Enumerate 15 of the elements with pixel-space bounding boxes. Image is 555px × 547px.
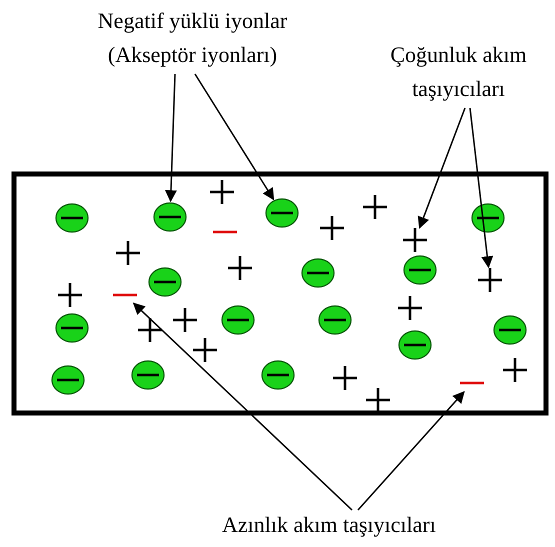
plus-sign (403, 228, 427, 252)
plus-sign (478, 268, 502, 292)
leader-line (418, 108, 466, 229)
minus-sign (460, 382, 484, 384)
negative-ion-symbol (265, 198, 299, 228)
callout-text: Çoğunluk akım taşıyıcıları (362, 38, 555, 106)
callout-text: Negatif yüklü iyonlar (Akseptör iyonları) (70, 4, 315, 72)
leader-line (194, 74, 274, 200)
minus-sign (113, 294, 137, 296)
leader-line (469, 108, 494, 268)
negative-ion-symbol (153, 202, 187, 232)
leader-line (132, 302, 353, 511)
callout-text: Azınlık akım taşıyıcıları (222, 508, 555, 542)
leader-line (357, 391, 465, 510)
leader-line (164, 74, 177, 202)
